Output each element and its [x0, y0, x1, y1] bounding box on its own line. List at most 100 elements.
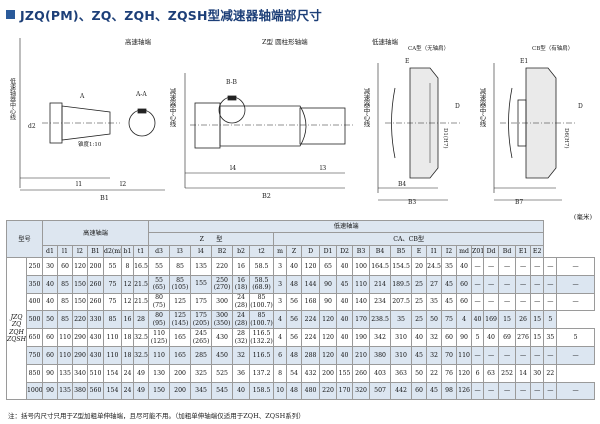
table-cell: 40: [232, 381, 251, 401]
table-cell: 430: [87, 328, 104, 347]
table-cell: 207.5: [390, 292, 413, 312]
table-cell: 8: [273, 363, 288, 383]
cell-line: 85: [257, 294, 266, 302]
table-cell: 50: [42, 310, 58, 330]
table-cell: 75: [441, 310, 458, 330]
cell-line: (28): [234, 319, 248, 327]
table-cell: —: [515, 292, 532, 312]
table-cell: —: [530, 292, 545, 312]
table-cell: 24(28): [232, 292, 251, 312]
sub-low-header-0: m: [273, 245, 288, 258]
table-cell: 56: [286, 310, 303, 330]
table-cell: —: [498, 381, 517, 401]
table-cell: —: [515, 345, 532, 365]
table-cell: 110: [57, 328, 73, 347]
section-bb-label: B-B: [226, 79, 238, 86]
z-type-drawing: Z型 圆柱形轴端 减速器中心线 B-B l4 l3 B2: [168, 37, 355, 200]
cell-line: 430: [216, 333, 228, 341]
cell-line: (350): [213, 319, 231, 327]
sub-low-header-7: B5: [390, 245, 413, 258]
table-cell: 220: [319, 381, 338, 401]
cell-line: 125: [174, 298, 186, 306]
table-cell: —: [543, 345, 558, 365]
header-high-speed: 高速轴端: [41, 220, 150, 246]
table-cell: 75: [103, 292, 122, 312]
sub-low-header-11: md: [456, 245, 473, 258]
ca-label: CA型（无轴肩）: [408, 44, 449, 52]
table-cell: 40: [483, 328, 500, 347]
table-cell: 150: [148, 381, 171, 401]
table-cell: 140: [352, 292, 371, 312]
table-cell: —: [543, 292, 558, 312]
table-cell: 70: [441, 345, 458, 365]
table-cell: 200: [169, 381, 192, 401]
sub-low-header-9: I1: [426, 245, 443, 258]
cell-line: (125): [150, 337, 168, 345]
dim-a1: A: [79, 93, 85, 100]
sub-low-header-2: D: [301, 245, 321, 258]
sub-z-header-0: d3: [148, 245, 171, 258]
table-cell: —: [483, 345, 500, 365]
table-cell: —: [483, 274, 500, 294]
table-cell: —: [498, 274, 517, 294]
table-cell: 300(350): [211, 310, 234, 330]
table-cell: 98: [441, 381, 458, 401]
table-cell: 24: [121, 363, 134, 383]
cell-line: (100.7): [250, 301, 273, 309]
table-cell: 4: [273, 310, 288, 330]
table-cell: 21.5: [132, 292, 150, 312]
high-speed-label: 高速轴端: [125, 37, 152, 46]
table-cell: 56: [286, 292, 303, 312]
table-cell: 110: [57, 345, 73, 365]
sub-high-header-4: d2(min): [103, 245, 122, 258]
table-cell: 45: [426, 381, 443, 401]
table-cell: 525: [211, 363, 234, 383]
title-square-icon: [6, 9, 15, 19]
table-cell: —: [498, 345, 517, 365]
table-cell: 40: [411, 328, 428, 347]
table-cell: —: [543, 274, 558, 294]
table-cell: 55(65): [148, 274, 171, 294]
cell-line: (28): [234, 301, 248, 309]
sub-high-header-3: B1: [87, 245, 104, 258]
table-cell: —: [515, 381, 532, 401]
table-cell: 300: [211, 292, 234, 312]
header-z-type: Z 型: [148, 232, 275, 246]
table-cell: —: [556, 257, 595, 276]
table-cell: 54: [286, 363, 303, 383]
table-cell: 200: [319, 363, 338, 383]
table-cell: 40: [456, 257, 473, 276]
table-cell: 252: [498, 363, 517, 383]
table-cell: 560: [87, 381, 104, 401]
table-cell: 24.5: [426, 257, 443, 276]
cell-line: 16: [237, 276, 245, 284]
table-cell: 290: [72, 345, 88, 365]
table-cell: 154: [103, 381, 122, 401]
table-cell: 342: [369, 328, 392, 347]
table-cell: 200: [87, 257, 104, 276]
dim-b1: B1: [100, 194, 109, 202]
sub-high-header-6: t1: [132, 245, 150, 258]
table-cell: 15: [530, 328, 545, 347]
table-cell: 16(18): [232, 274, 251, 294]
table-cell: 165: [169, 345, 192, 365]
cell-line: 300: [216, 312, 228, 320]
table-cell: 5: [471, 328, 485, 347]
cell-line: 24: [237, 312, 245, 320]
cb-type-drawing: CB型（有轴肩） 减速器中心线 B7 D6(H7) D E1: [478, 44, 583, 206]
sub-low-header-12: Z01: [471, 245, 485, 258]
cell-line: 175: [195, 312, 207, 320]
dim-d-cb: D: [578, 103, 583, 110]
model-line: ZQH: [9, 328, 24, 336]
table-cell: 50: [411, 363, 428, 383]
table-cell: 450: [211, 345, 234, 365]
table-cell: —: [471, 381, 485, 401]
center-line-far-label: 减速器中心线: [478, 87, 486, 128]
table-cell: 4: [456, 310, 473, 330]
cell-line: 116.5: [252, 330, 271, 338]
table-cell: 168: [301, 292, 321, 312]
table-cell: 32: [426, 328, 443, 347]
table-cell: 3: [273, 292, 288, 312]
